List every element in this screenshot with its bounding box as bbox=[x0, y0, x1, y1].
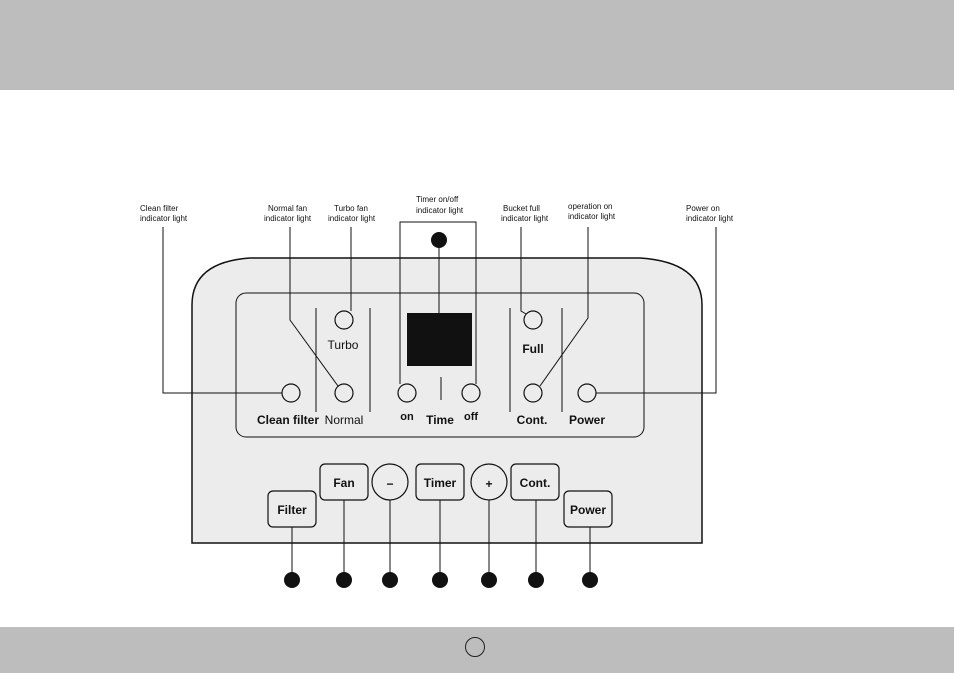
fan-callout-dot bbox=[336, 572, 352, 588]
power-callout-dot bbox=[582, 572, 598, 588]
fan-button[interactable]: Fan bbox=[320, 464, 368, 500]
clean-filter-annotation-line1: Clean filter bbox=[140, 204, 179, 213]
full-indicator-light bbox=[524, 311, 542, 329]
turbo-label: Turbo bbox=[328, 338, 359, 352]
turbo-indicator-light bbox=[335, 311, 353, 329]
off-label: off bbox=[464, 411, 478, 423]
power-label: Power bbox=[569, 413, 605, 427]
clean-filter-indicator-light bbox=[282, 384, 300, 402]
cont-button-label: Cont. bbox=[520, 476, 551, 490]
cont-label: Cont. bbox=[517, 413, 548, 427]
plus-button[interactable]: + bbox=[471, 464, 507, 500]
cont-button[interactable]: Cont. bbox=[511, 464, 559, 500]
clean-filter-label: Clean filter bbox=[257, 413, 319, 427]
filter-button-label: Filter bbox=[277, 503, 307, 517]
cont-callout-dot bbox=[528, 572, 544, 588]
timer-button-callout-dot bbox=[432, 572, 448, 588]
power-on-annotation-line1: Power on bbox=[686, 204, 720, 213]
operation-on-annotation-line1: operation on bbox=[568, 202, 612, 211]
normal-indicator-light bbox=[335, 384, 353, 402]
bucket-full-annotation-line1: Bucket full bbox=[503, 204, 540, 213]
normal-fan-annotation-line2: indicator light bbox=[264, 214, 312, 223]
normal-label: Normal bbox=[325, 413, 364, 427]
timer-off-indicator-light bbox=[462, 384, 480, 402]
minus-button[interactable]: − bbox=[372, 464, 408, 500]
operation-on-annotation-line2: indicator light bbox=[568, 212, 616, 221]
button-callout-dots bbox=[284, 572, 598, 588]
power-on-annotation-line2: indicator light bbox=[686, 214, 734, 223]
timer-on-indicator-light bbox=[398, 384, 416, 402]
plus-button-label: + bbox=[485, 477, 492, 491]
filter-button[interactable]: Filter bbox=[268, 491, 316, 527]
timer-button-label: Timer bbox=[424, 476, 457, 490]
timer-annotation-line1: Timer on/off bbox=[416, 195, 459, 204]
minus-callout-dot bbox=[382, 572, 398, 588]
time-label: Time bbox=[426, 413, 454, 427]
cont-indicator-light bbox=[524, 384, 542, 402]
turbo-fan-annotation-line1: Turbo fan bbox=[334, 204, 368, 213]
filter-callout-dot bbox=[284, 572, 300, 588]
turbo-fan-annotation-line2: indicator light bbox=[328, 214, 376, 223]
timer-callout-dot bbox=[431, 232, 447, 248]
power-button-label: Power bbox=[570, 503, 606, 517]
minus-button-label: − bbox=[386, 477, 393, 491]
fan-button-label: Fan bbox=[333, 476, 354, 490]
on-label: on bbox=[400, 411, 414, 423]
timer-button[interactable]: Timer bbox=[416, 464, 464, 500]
power-button[interactable]: Power bbox=[564, 491, 612, 527]
digital-display bbox=[407, 313, 472, 366]
full-label: Full bbox=[522, 342, 543, 356]
power-indicator-light bbox=[578, 384, 596, 402]
normal-fan-annotation-line1: Normal fan bbox=[268, 204, 307, 213]
plus-callout-dot bbox=[481, 572, 497, 588]
clean-filter-annotation-line2: indicator light bbox=[140, 214, 188, 223]
bucket-full-annotation-line2: indicator light bbox=[501, 214, 549, 223]
timer-annotation-line2: indicator light bbox=[416, 206, 464, 215]
